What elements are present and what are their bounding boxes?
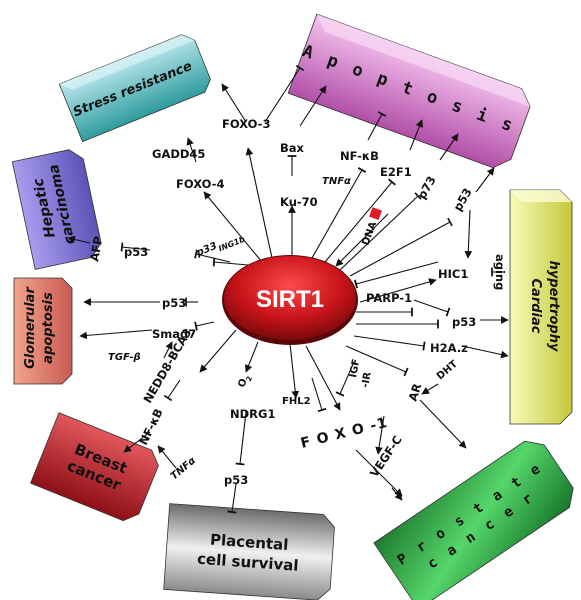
dna-damage-icon — [369, 207, 382, 221]
afp-label: AFP — [87, 235, 105, 262]
cardiac-label-1: Cardiac — [528, 279, 543, 334]
e2f1-label: E2F1 — [380, 165, 412, 179]
foxo4-label: FOXO-4 — [176, 177, 224, 191]
igf-ir-label: -IR — [360, 371, 374, 389]
o2-node: O 2 — [236, 375, 254, 389]
vegfc-label: VEGF-C — [367, 433, 405, 480]
tnfa-breast-label: TNFα — [169, 455, 198, 482]
glomerular-label-1: Glomerular — [23, 286, 38, 369]
p33-node: p33 ING1b — [194, 235, 246, 260]
p53-placental-label: p53 — [224, 473, 248, 487]
glomerular-label-2: apoptosis — [41, 292, 56, 364]
breast-cancer-box: Breast cancer — [30, 412, 159, 522]
glomerular-apoptosis-box: Glomerular apoptosis — [13, 277, 73, 385]
o2-label: O — [236, 377, 249, 389]
ndrg1-label: NDRG1 — [230, 407, 275, 421]
ku70-label: Ku-70 — [280, 195, 318, 209]
p53-glomerular-label: p53 — [162, 296, 186, 310]
dht-label: DHT — [435, 359, 460, 383]
placental-label-1: Placental — [209, 531, 289, 554]
aging-label: aging — [493, 254, 507, 290]
smad7-label: Smad7 — [152, 327, 196, 341]
foxo3-label: FOXO-3 — [222, 117, 270, 131]
sirt1-label: SIRT1 — [256, 286, 324, 313]
dna-label: DNA — [360, 220, 379, 247]
parp1-label: PARP-1 — [366, 291, 412, 305]
fhl2-label: FHL2 — [282, 396, 311, 407]
stress-resistance-box: Stress resistance — [58, 34, 211, 143]
cardiac-hypertrophy-box: Cardiac hypertrophy — [509, 189, 573, 425]
nfkb-top-label: NF-κB — [340, 149, 379, 163]
sirt1-node: SIRT1 — [222, 255, 358, 345]
p53-hepatic-label: p53 — [124, 245, 148, 259]
nfkb-breast-label: NF-κB — [136, 406, 166, 447]
gadd45-label: GADD45 — [152, 147, 205, 161]
cardiac-label-2: hypertrophy — [546, 261, 561, 352]
dna-node: DNA — [360, 207, 382, 247]
h2az-label: H2A.z — [430, 341, 468, 355]
tgfb-label: TGF-β — [108, 352, 141, 363]
igf-label: IGF — [348, 358, 362, 378]
bax-label: Bax — [280, 141, 305, 155]
p73-label: p73 — [414, 173, 438, 201]
prostate-cancer-box: P r o s t a t e c a n c e r — [373, 440, 574, 600]
ar-label: AR — [406, 382, 425, 403]
apoptosis-box: A p o p t o s i s — [287, 13, 531, 169]
p53-top-label: p53 — [450, 185, 474, 213]
p53-cardiac-label: p53 — [452, 315, 476, 329]
hic1-label: HIC1 — [438, 267, 468, 281]
hepatic-carcinoma-box: Hepatic carcinoma — [11, 149, 102, 270]
placental-cell-survival-box: Placental cell survival — [163, 503, 335, 600]
tnfa-top-label: TNFα — [322, 176, 351, 187]
p33-superscript: ING1b — [217, 235, 246, 254]
connectors — [67, 64, 509, 514]
foxo1-label: F O X O -1 — [299, 415, 389, 452]
o2-subscript: 2 — [245, 375, 254, 382]
